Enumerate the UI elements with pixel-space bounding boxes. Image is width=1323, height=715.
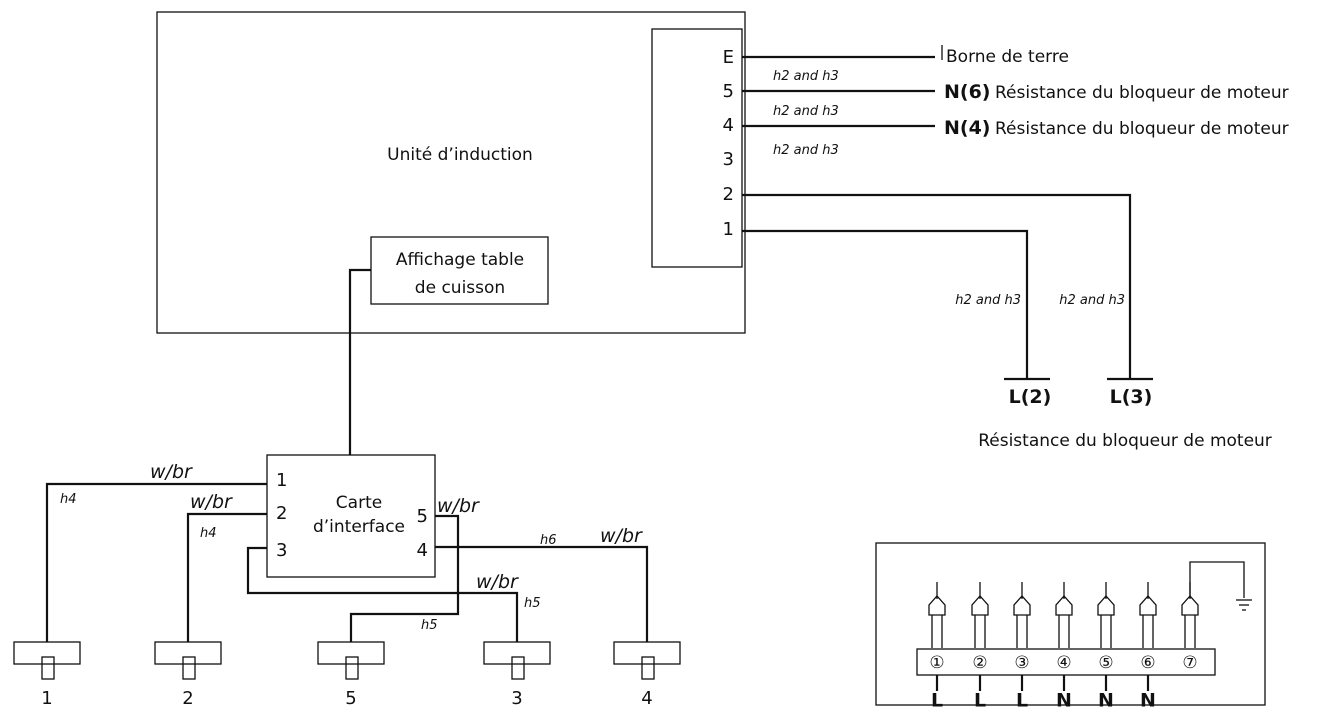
terminal-label-e: E [723, 47, 734, 68]
mains-phase-label-4: N [1056, 690, 1072, 712]
mains-earth-link [1189, 561, 1245, 598]
induction-unit-label: Unité d’induction [387, 145, 533, 165]
n6-code: N(6) [944, 81, 991, 103]
mains-terminal-number-5: ⑤ [1098, 653, 1113, 673]
mains-terminal-1 [928, 582, 946, 648]
interface-board-box [266, 454, 436, 578]
mains-terminal-number-7: ⑦ [1182, 653, 1197, 673]
interface-label-line2: d’interface [313, 517, 405, 537]
wbr-label-4: w/br [600, 525, 643, 547]
h4-label-1: h4 [60, 492, 77, 507]
mains-terminal-number-4: ④ [1056, 653, 1071, 673]
terminal-label-2: 2 [723, 184, 734, 205]
display-cable [348, 268, 371, 455]
mains-terminal-number-2: ② [972, 653, 987, 673]
mains-terminal-6 [1139, 582, 1157, 648]
interface-label-line1: Carte [336, 493, 382, 513]
display-label-line1: Affichage table [396, 250, 524, 270]
mains-terminal-number-6: ⑥ [1140, 653, 1155, 673]
connector-4 [613, 641, 681, 680]
wire-pin5-conn5 [349, 514, 460, 642]
h5-label-3: h5 [524, 596, 541, 611]
earth-label: Borne de terre [946, 47, 1069, 67]
terminal-block-box [651, 28, 743, 268]
mains-phase-label-5: N [1098, 690, 1114, 712]
interface-pin-4: 4 [417, 540, 428, 561]
mains-terminal-number-1: ① [929, 653, 944, 673]
mains-terminal-7 [1181, 582, 1199, 648]
n4-resistance-label: Résistance du bloqueur de moteur [995, 119, 1289, 139]
l3-label: L(3) [1110, 386, 1153, 408]
h6-label: h6 [540, 533, 557, 548]
mains-terminal-3 [1013, 582, 1031, 648]
induction-unit-box [156, 11, 746, 334]
n6-resistance-label: Résistance du bloqueur de moteur [995, 83, 1289, 103]
interface-pin-5: 5 [417, 506, 428, 527]
vertical-note-l3: h2 and h3 [1059, 293, 1125, 308]
interface-pin-2: 2 [276, 503, 287, 524]
vertical-note-l2: h2 and h3 [955, 293, 1021, 308]
mains-terminal-2 [971, 582, 989, 648]
wire-pin2-conn2 [186, 512, 267, 642]
wire-note-4: h2 and h3 [773, 104, 839, 119]
wbr-label-5: w/br [437, 495, 480, 517]
interface-pin-1: 1 [276, 470, 287, 491]
connector-label-2: 2 [182, 688, 193, 709]
wire-pin3-conn3 [246, 546, 519, 642]
mains-terminal-5 [1097, 582, 1115, 648]
ground-icon [1236, 599, 1252, 611]
interface-pin-3: 3 [276, 540, 287, 561]
mains-phase-label-1: L [931, 690, 943, 712]
mains-block-frame [875, 542, 1266, 706]
mains-phase-label-2: L [974, 690, 986, 712]
connector-1 [13, 641, 81, 680]
mains-terminal-strip [916, 648, 1216, 676]
wire-note-3: h2 and h3 [773, 143, 839, 158]
connector-3 [483, 641, 551, 680]
wire-2 [742, 193, 1132, 379]
resistance-caption: Résistance du bloqueur de moteur [978, 431, 1272, 451]
connector-label-3: 3 [511, 688, 522, 709]
wire-pin1-conn1 [45, 482, 267, 642]
mains-terminal-number-3: ③ [1014, 653, 1029, 673]
terminal-label-1: 1 [723, 219, 734, 240]
wbr-label-3: w/br [476, 571, 519, 593]
h5-label-5: h5 [421, 618, 438, 633]
mains-terminal-4 [1055, 582, 1073, 648]
display-label-line2: de cuisson [415, 278, 505, 298]
connector-5 [317, 641, 385, 680]
mains-phase-label-6: N [1140, 690, 1156, 712]
wire-pin4-conn4 [435, 545, 649, 642]
wbr-label-1: w/br [150, 461, 193, 483]
n4-code: N(4) [944, 117, 991, 139]
terminal-label-5: 5 [723, 81, 734, 102]
terminal-label-3: 3 [723, 149, 734, 170]
connector-label-4: 4 [641, 688, 652, 709]
mains-phase-label-3: L [1016, 690, 1028, 712]
connector-label-5: 5 [345, 688, 356, 709]
mains-phase-leads [935, 675, 1150, 691]
connector-label-1: 1 [41, 688, 52, 709]
wire-note-5: h2 and h3 [773, 69, 839, 84]
l2-label: L(2) [1009, 386, 1052, 408]
wbr-label-2: w/br [190, 491, 233, 513]
terminal-label-4: 4 [723, 115, 734, 136]
connector-2 [154, 641, 222, 680]
h4-label-2: h4 [200, 526, 217, 541]
wire-1 [742, 229, 1029, 379]
